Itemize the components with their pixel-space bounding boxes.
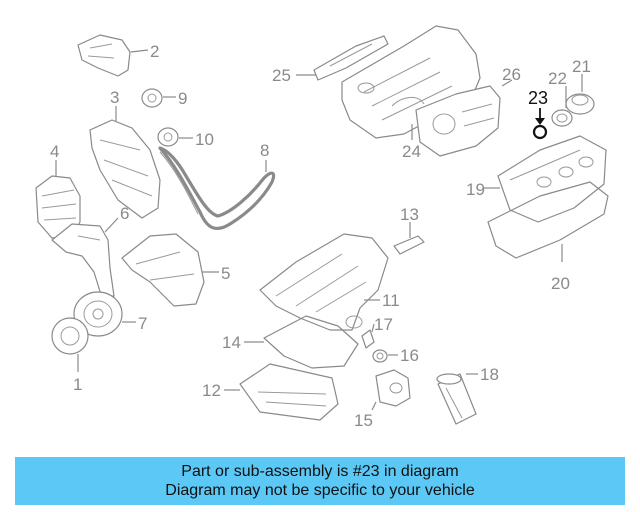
callout-3: 3 (110, 88, 119, 107)
callout-2: 2 (150, 42, 159, 61)
part-8-timing-belt (158, 146, 276, 230)
callout-19: 19 (466, 180, 485, 199)
callout-1: 1 (73, 375, 82, 394)
callout-24: 24 (402, 142, 421, 161)
callout-4: 4 (50, 142, 59, 161)
part-13-pickup (393, 235, 425, 255)
callout-20: 20 (551, 274, 570, 293)
callout-11: 11 (382, 291, 400, 310)
part-7-crank-hub (73, 291, 123, 337)
part-15-filter-housing (375, 369, 411, 407)
part-23-o-ring (532, 108, 548, 140)
info-banner: Part or sub-assembly is #23 in diagram D… (15, 457, 625, 505)
callout-18: 18 (480, 365, 499, 384)
callout-26: 26 (502, 65, 521, 84)
callout-17: 17 (374, 315, 393, 334)
part-25-fuel-rail-cover (313, 35, 389, 81)
callout-7: 7 (138, 314, 147, 333)
banner-line-1: Part or sub-assembly is #23 in diagram (181, 463, 459, 480)
part-21-oil-cap (565, 93, 595, 115)
part-22-gasket-ring (551, 109, 573, 127)
callout-23: 23 (528, 88, 548, 108)
part-12-oil-pan-lower (239, 363, 339, 421)
part-9-pulley (141, 88, 163, 108)
callout-9: 9 (178, 89, 187, 108)
callout-25: 25 (272, 66, 291, 85)
part-3-timing-cover (89, 119, 161, 219)
part-11-oil-pan-upper (259, 233, 389, 331)
callout-16: 16 (400, 346, 419, 365)
part-18-oil-filter (436, 373, 477, 425)
part-17-drain-bolt (361, 329, 375, 349)
callout-15: 15 (354, 411, 373, 430)
callout-8: 8 (260, 141, 269, 160)
callout-10: 10 (195, 130, 214, 149)
callout-12: 12 (202, 381, 221, 400)
part-26-intake-plenum (415, 85, 501, 157)
callout-13: 13 (400, 205, 419, 224)
callout-5: 5 (221, 264, 230, 283)
banner-line-2: Diagram may not be specific to your vehi… (165, 482, 475, 499)
part-4-timing-cover-left (35, 175, 81, 239)
callout-6: 6 (120, 204, 129, 223)
parts-diagram: 2 9 3 10 8 4 6 5 (35, 25, 609, 430)
callout-21: 21 (572, 57, 591, 76)
part-10-tensioner (157, 127, 179, 147)
part-5-lower-timing-cover (121, 233, 205, 307)
part-2-upper-timing-cover (77, 34, 131, 77)
part-14-oil-pan-gasket (263, 315, 359, 369)
callout-14: 14 (222, 333, 241, 352)
callout-22: 22 (548, 69, 567, 88)
part-16-drain-washer (372, 349, 388, 363)
part-20-valve-cover-gasket (487, 181, 609, 259)
part-1-crank-pulley (51, 317, 89, 355)
part-6-bracket (51, 223, 115, 299)
part-19-valve-cover (497, 135, 607, 223)
